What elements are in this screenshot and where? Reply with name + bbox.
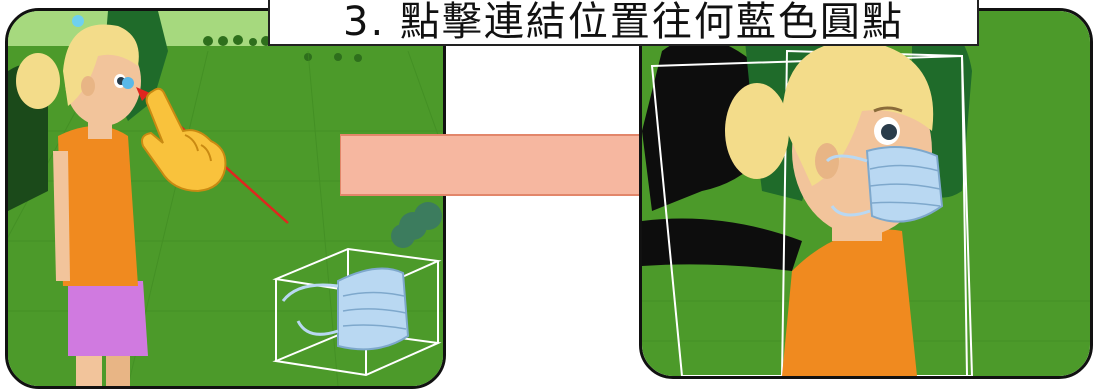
shorts xyxy=(68,281,148,356)
mask-object[interactable] xyxy=(272,247,442,377)
girl-character xyxy=(16,15,148,386)
bush xyxy=(391,202,442,248)
pointing-hand-icon xyxy=(141,87,227,193)
blue-dot-icon[interactable] xyxy=(122,77,134,89)
right-arrow-icon xyxy=(339,109,672,224)
shirt xyxy=(782,229,917,376)
before-scene xyxy=(8,11,443,386)
shirt xyxy=(58,126,138,286)
step-instruction: 3. 點擊連結位置往何藍色圓點 xyxy=(268,0,979,46)
tree-line xyxy=(203,35,362,62)
after-scene-panel xyxy=(639,8,1093,379)
before-scene-panel xyxy=(5,8,446,389)
girl-character-closeup xyxy=(725,40,934,376)
mask-on-face xyxy=(825,146,944,223)
after-scene xyxy=(642,11,1090,376)
